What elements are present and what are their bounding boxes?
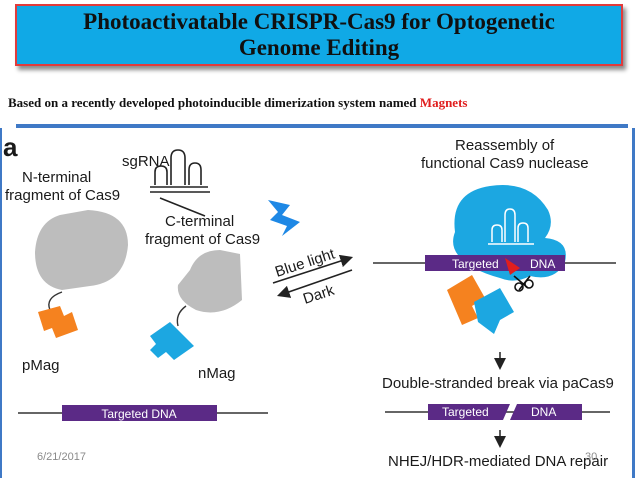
sgrna-pointer [159,197,206,217]
sgrna-label: sgRNA [122,153,170,170]
sgrna-in-complex [488,208,534,245]
scissors-icon [513,275,534,292]
slide-subtitle: Based on a recently developed photoinduc… [8,95,467,111]
frame-border-right [632,128,635,478]
dna-right-label: DNA [530,257,555,271]
pmag-block [38,306,78,338]
subtitle-highlight: Magnets [419,95,468,110]
panel-label: a [3,132,18,162]
reassembly-label: Reassembly of [455,137,555,154]
n-terminal-label: N-terminal [22,169,91,186]
n-terminal-fragment [35,210,128,311]
pmag-block-bound [447,275,485,325]
blue-light-label: Blue light [273,245,338,280]
frame-border-left [0,128,2,478]
targeted-dna-left-label: Targeted DNA [101,407,176,421]
broken-dna-label: DNA [531,405,556,419]
targeted-dna-right: Targeted DNA [373,255,616,275]
nhej-label: NHEJ/HDR-mediated DNA repair [388,453,608,470]
subtitle-text: Based on a recently developed photoinduc… [8,95,417,110]
c-terminal-fragment [176,250,242,327]
broken-targeted-label: Targeted [442,405,489,419]
ds-break-label: Double-stranded break via paCas9 [382,375,614,392]
nmag-block [150,322,194,360]
n-terminal-label-2: fragment of Cas9 [5,187,120,204]
slide-page-number: 30 [585,451,598,463]
c-terminal-label-2: fragment of Cas9 [145,231,260,248]
pmag-label: pMag [22,357,60,374]
broken-dna: Targeted DNA [385,404,610,420]
targeted-dna-left: Targeted DNA [18,405,268,421]
targeted-right-label: Targeted [452,257,499,271]
c-terminal-label: C-terminal [165,213,234,230]
sgrna-glyph [150,149,210,193]
slide-title: Photoactivatable CRISPR-Cas9 for Optogen… [83,9,555,60]
frame-border-top [16,124,628,128]
title-banner: Photoactivatable CRISPR-Cas9 for Optogen… [15,4,623,66]
nmag-label: nMag [198,365,236,382]
lightning-icon [268,200,300,236]
slide-date: 6/21/2017 [37,451,86,463]
nmag-block-bound [474,288,514,334]
reaction-arrows [272,254,354,298]
reassembly-label-2: functional Cas9 nuclease [421,155,589,172]
